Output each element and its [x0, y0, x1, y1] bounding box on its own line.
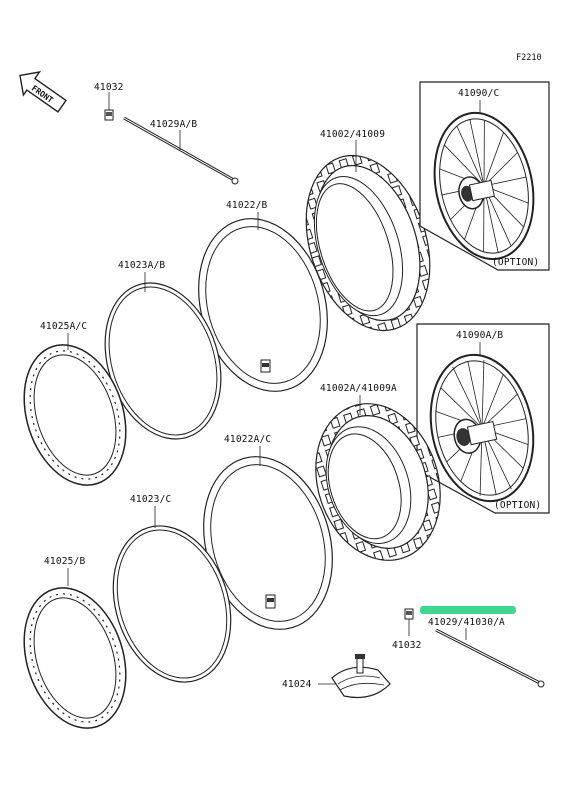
label-tube-front: 41022/B — [226, 200, 268, 211]
label-option-top: (OPTION) — [492, 257, 539, 268]
label-wheel-rear-option: 41090A/B — [456, 330, 503, 341]
valve-front — [260, 359, 271, 373]
tube-rear — [203, 456, 333, 630]
rim-lock — [331, 654, 391, 699]
label-bolt-bottom: 41032 — [392, 640, 422, 651]
label-highlight — [420, 606, 516, 614]
figure-code: F2210 — [516, 53, 542, 63]
wheel-rear-option — [429, 353, 535, 503]
rim-rear — [23, 587, 127, 729]
wheel-front-option — [433, 111, 535, 261]
label-bolt-top: 41032 — [94, 82, 124, 93]
label-rim-front: 41025A/C — [40, 321, 87, 332]
nipple-bolt-top — [104, 109, 114, 121]
tube-front — [198, 218, 328, 392]
label-rimband-front: 41023A/B — [118, 260, 165, 271]
spoke-bottom — [435, 628, 545, 688]
rimband-front — [104, 282, 222, 440]
label-rim-lock: 41024 — [282, 679, 312, 690]
rim-front — [23, 344, 127, 486]
label-spoke-bottom: 41029/41030/A — [428, 617, 505, 628]
spoke-top — [123, 116, 239, 185]
label-rim-rear: 41025/B — [44, 556, 86, 567]
nipple-bolt-bottom — [404, 608, 414, 620]
label-tube-rear: 41022A/C — [224, 434, 271, 445]
valve-rear — [265, 594, 276, 609]
front-arrow-icon: FRONT — [19, 71, 67, 113]
tire-front — [305, 154, 431, 332]
label-tire-rear: 41002A/41009A — [320, 383, 397, 394]
tire-rear — [315, 403, 441, 561]
label-rimband-rear: 41023/C — [130, 494, 171, 505]
label-option-bottom: (OPTION) — [494, 500, 541, 511]
label-wheel-front-option: 41090/C — [458, 88, 499, 99]
label-spoke-top: 41029A/B — [150, 119, 197, 130]
label-tire-front: 41002/41009 — [320, 129, 385, 140]
rimband-rear — [112, 525, 232, 683]
